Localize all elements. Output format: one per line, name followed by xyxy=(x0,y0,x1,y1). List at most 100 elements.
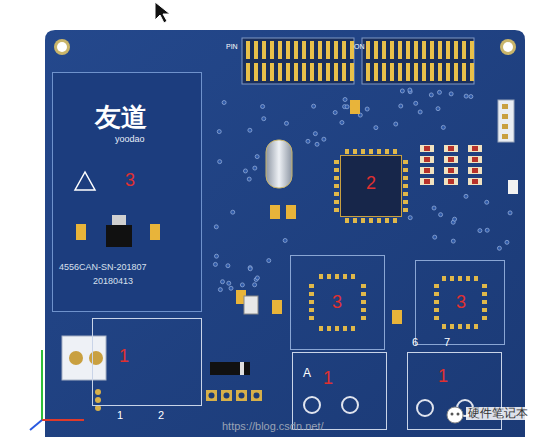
ic-pad xyxy=(403,168,408,172)
resistor xyxy=(468,178,482,185)
ic-pad xyxy=(403,176,408,180)
ic-pad xyxy=(403,192,408,196)
header-pin xyxy=(334,63,338,81)
module-body xyxy=(52,72,202,312)
capacitor xyxy=(286,205,296,219)
via xyxy=(333,111,337,115)
mount-hole-ring xyxy=(500,39,516,55)
qfn-pad xyxy=(442,324,446,329)
node-text: 1 xyxy=(119,347,129,367)
header-pad xyxy=(236,390,247,401)
axis-y xyxy=(41,350,43,420)
wechat-icon-dot xyxy=(451,413,454,416)
header-pin xyxy=(270,41,274,59)
crystal xyxy=(266,140,292,188)
terminal-hole xyxy=(342,397,358,413)
header-pin xyxy=(326,41,330,59)
ic-pad xyxy=(353,218,357,223)
via xyxy=(340,121,344,125)
ic-pad xyxy=(334,192,339,196)
header-pin xyxy=(414,41,418,59)
header-pin xyxy=(430,41,434,59)
ic-pad xyxy=(361,218,365,223)
resistor-body xyxy=(424,157,430,162)
axis-x xyxy=(42,419,84,421)
silkscreen-label: PIN xyxy=(226,43,238,51)
via xyxy=(418,110,422,114)
via xyxy=(214,254,218,258)
via xyxy=(399,104,403,108)
resistor-body xyxy=(424,168,430,173)
header-pin xyxy=(438,63,442,81)
terminal-block: 1 xyxy=(92,318,202,406)
ic-pad xyxy=(345,218,349,223)
resistor-body xyxy=(472,179,478,184)
header-pin xyxy=(254,41,258,59)
resistor xyxy=(468,156,482,163)
via xyxy=(449,92,453,96)
terminal-hole xyxy=(304,397,320,413)
watermark: 硬件笔记本 xyxy=(466,407,530,420)
qfn-pad xyxy=(335,274,339,279)
mcu-chip: 2 xyxy=(340,155,402,217)
header-pin xyxy=(270,63,274,81)
qfn-pad xyxy=(450,276,454,281)
header-pin xyxy=(390,63,394,81)
qfn-pad xyxy=(482,316,487,320)
resistor xyxy=(444,145,458,152)
qfn-pad xyxy=(335,326,339,331)
via xyxy=(284,121,288,125)
via xyxy=(345,105,349,109)
qfn-pad xyxy=(442,276,446,281)
pcb-board xyxy=(45,30,525,437)
qfn-pad xyxy=(327,274,331,279)
via xyxy=(261,104,265,108)
resistor-body xyxy=(448,157,454,162)
resistor-body xyxy=(424,146,430,151)
capacitor xyxy=(350,100,360,114)
via xyxy=(243,169,247,173)
connector-pin xyxy=(502,134,508,139)
header-pin xyxy=(422,41,426,59)
node-text: A xyxy=(303,367,311,380)
resistor-body xyxy=(448,179,454,184)
header-pin xyxy=(454,41,458,59)
resistor xyxy=(468,145,482,152)
resistor xyxy=(420,156,434,163)
via xyxy=(394,122,398,126)
capacitor xyxy=(272,300,282,314)
qfn-pad xyxy=(466,276,470,281)
via xyxy=(374,126,378,130)
pad xyxy=(95,389,101,395)
header-pin xyxy=(254,63,258,81)
capacitor xyxy=(392,310,402,324)
header-pin xyxy=(470,63,474,81)
via xyxy=(433,235,437,239)
header-pin xyxy=(438,41,442,59)
header-pin xyxy=(302,63,306,81)
via xyxy=(313,132,317,136)
via xyxy=(408,216,412,220)
header-pin xyxy=(278,63,282,81)
connector-pin xyxy=(502,104,508,109)
header-pin xyxy=(398,63,402,81)
node-text: 友道 xyxy=(95,103,147,132)
resistor xyxy=(420,145,434,152)
diode xyxy=(210,362,250,375)
ic-pad xyxy=(353,149,357,154)
header-hole xyxy=(239,393,245,399)
ic-pad xyxy=(377,218,381,223)
header-pin xyxy=(286,63,290,81)
header-pin xyxy=(366,41,370,59)
header-pin xyxy=(342,63,346,81)
node-text: yoodao xyxy=(115,135,145,145)
header-hole xyxy=(209,393,215,399)
header-pin xyxy=(294,41,298,59)
via xyxy=(432,206,436,210)
qfn-pad xyxy=(466,324,470,329)
regulator-tab xyxy=(112,215,126,225)
resistor xyxy=(468,167,482,174)
via xyxy=(408,88,412,92)
